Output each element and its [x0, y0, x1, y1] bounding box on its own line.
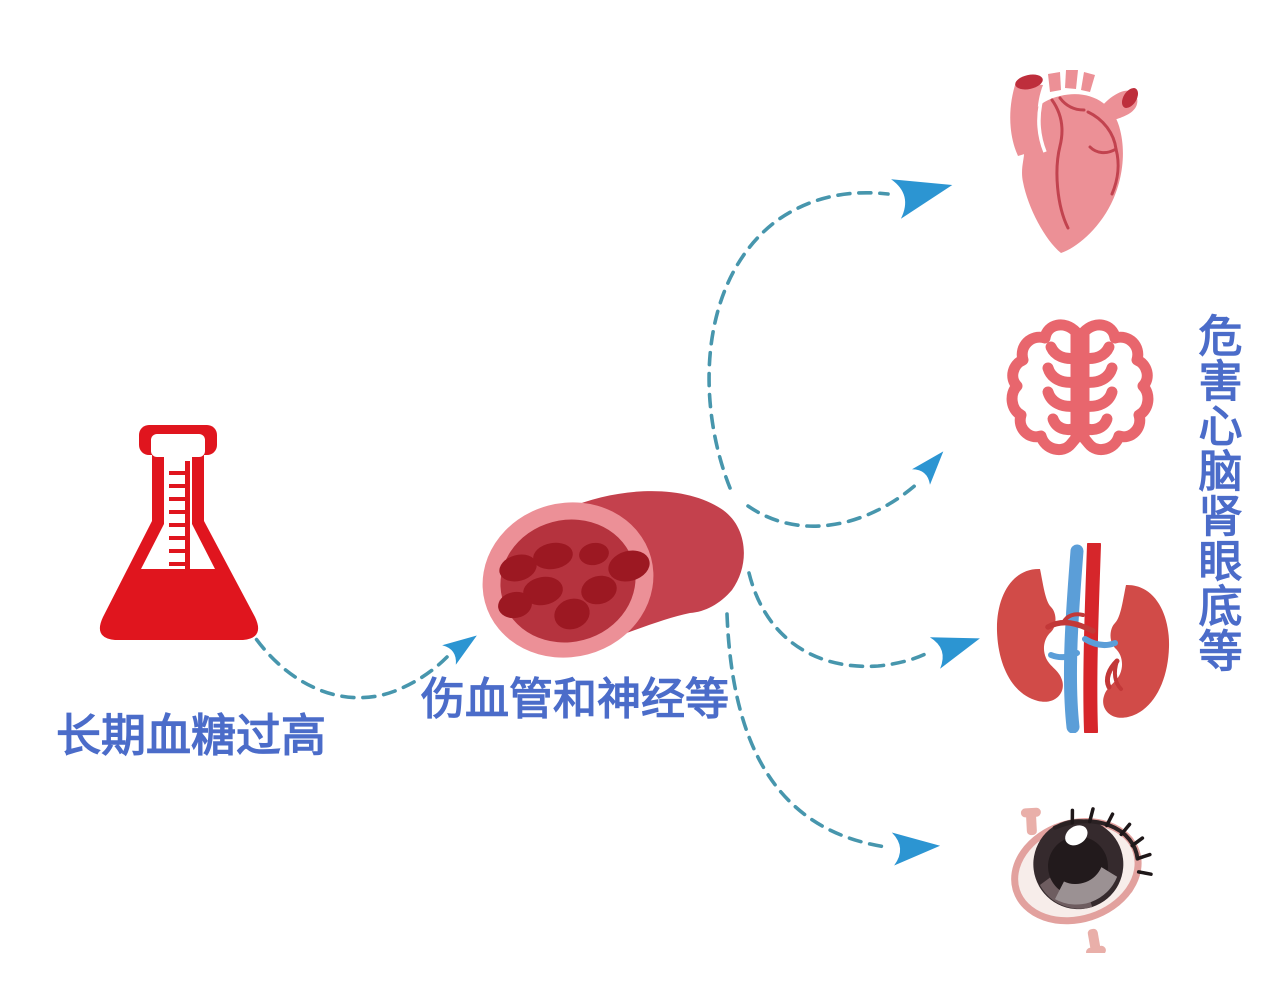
right-kidney: [1103, 584, 1170, 718]
heart-icon: [1010, 70, 1139, 253]
eye-highlight: [1065, 825, 1088, 846]
kidney-branch-vessels: [1045, 612, 1123, 691]
brain-right-hemisphere: [1078, 319, 1154, 456]
arrow-vessel-to-kidneys: [747, 571, 985, 669]
heart-detail-lines: [1050, 96, 1120, 230]
left-kidney: [996, 568, 1063, 702]
renal-artery: [1083, 543, 1101, 733]
eyelashes: [1070, 807, 1153, 876]
cause-label: 长期血糖过高: [56, 709, 327, 762]
blood-cells: [498, 542, 650, 630]
arrow-vessel-to-brain: [746, 443, 953, 528]
brain-icon: [1006, 319, 1154, 456]
brain-left-hemisphere: [1006, 319, 1082, 456]
flask-icon: [99, 425, 259, 640]
blood-vessel-icon: [482, 491, 744, 658]
eye-icon: [1011, 807, 1153, 953]
arrow-vessel-to-heart: [707, 165, 958, 490]
kidneys-icon: [996, 543, 1170, 733]
mechanism-label: 伤血管和神经等: [421, 674, 729, 725]
flask-scale-marks: [169, 461, 190, 573]
harm-label: 危害心脑肾眼底等: [1190, 313, 1242, 673]
renal-vein: [1063, 544, 1084, 733]
heart-top-stubs: [1048, 70, 1095, 92]
